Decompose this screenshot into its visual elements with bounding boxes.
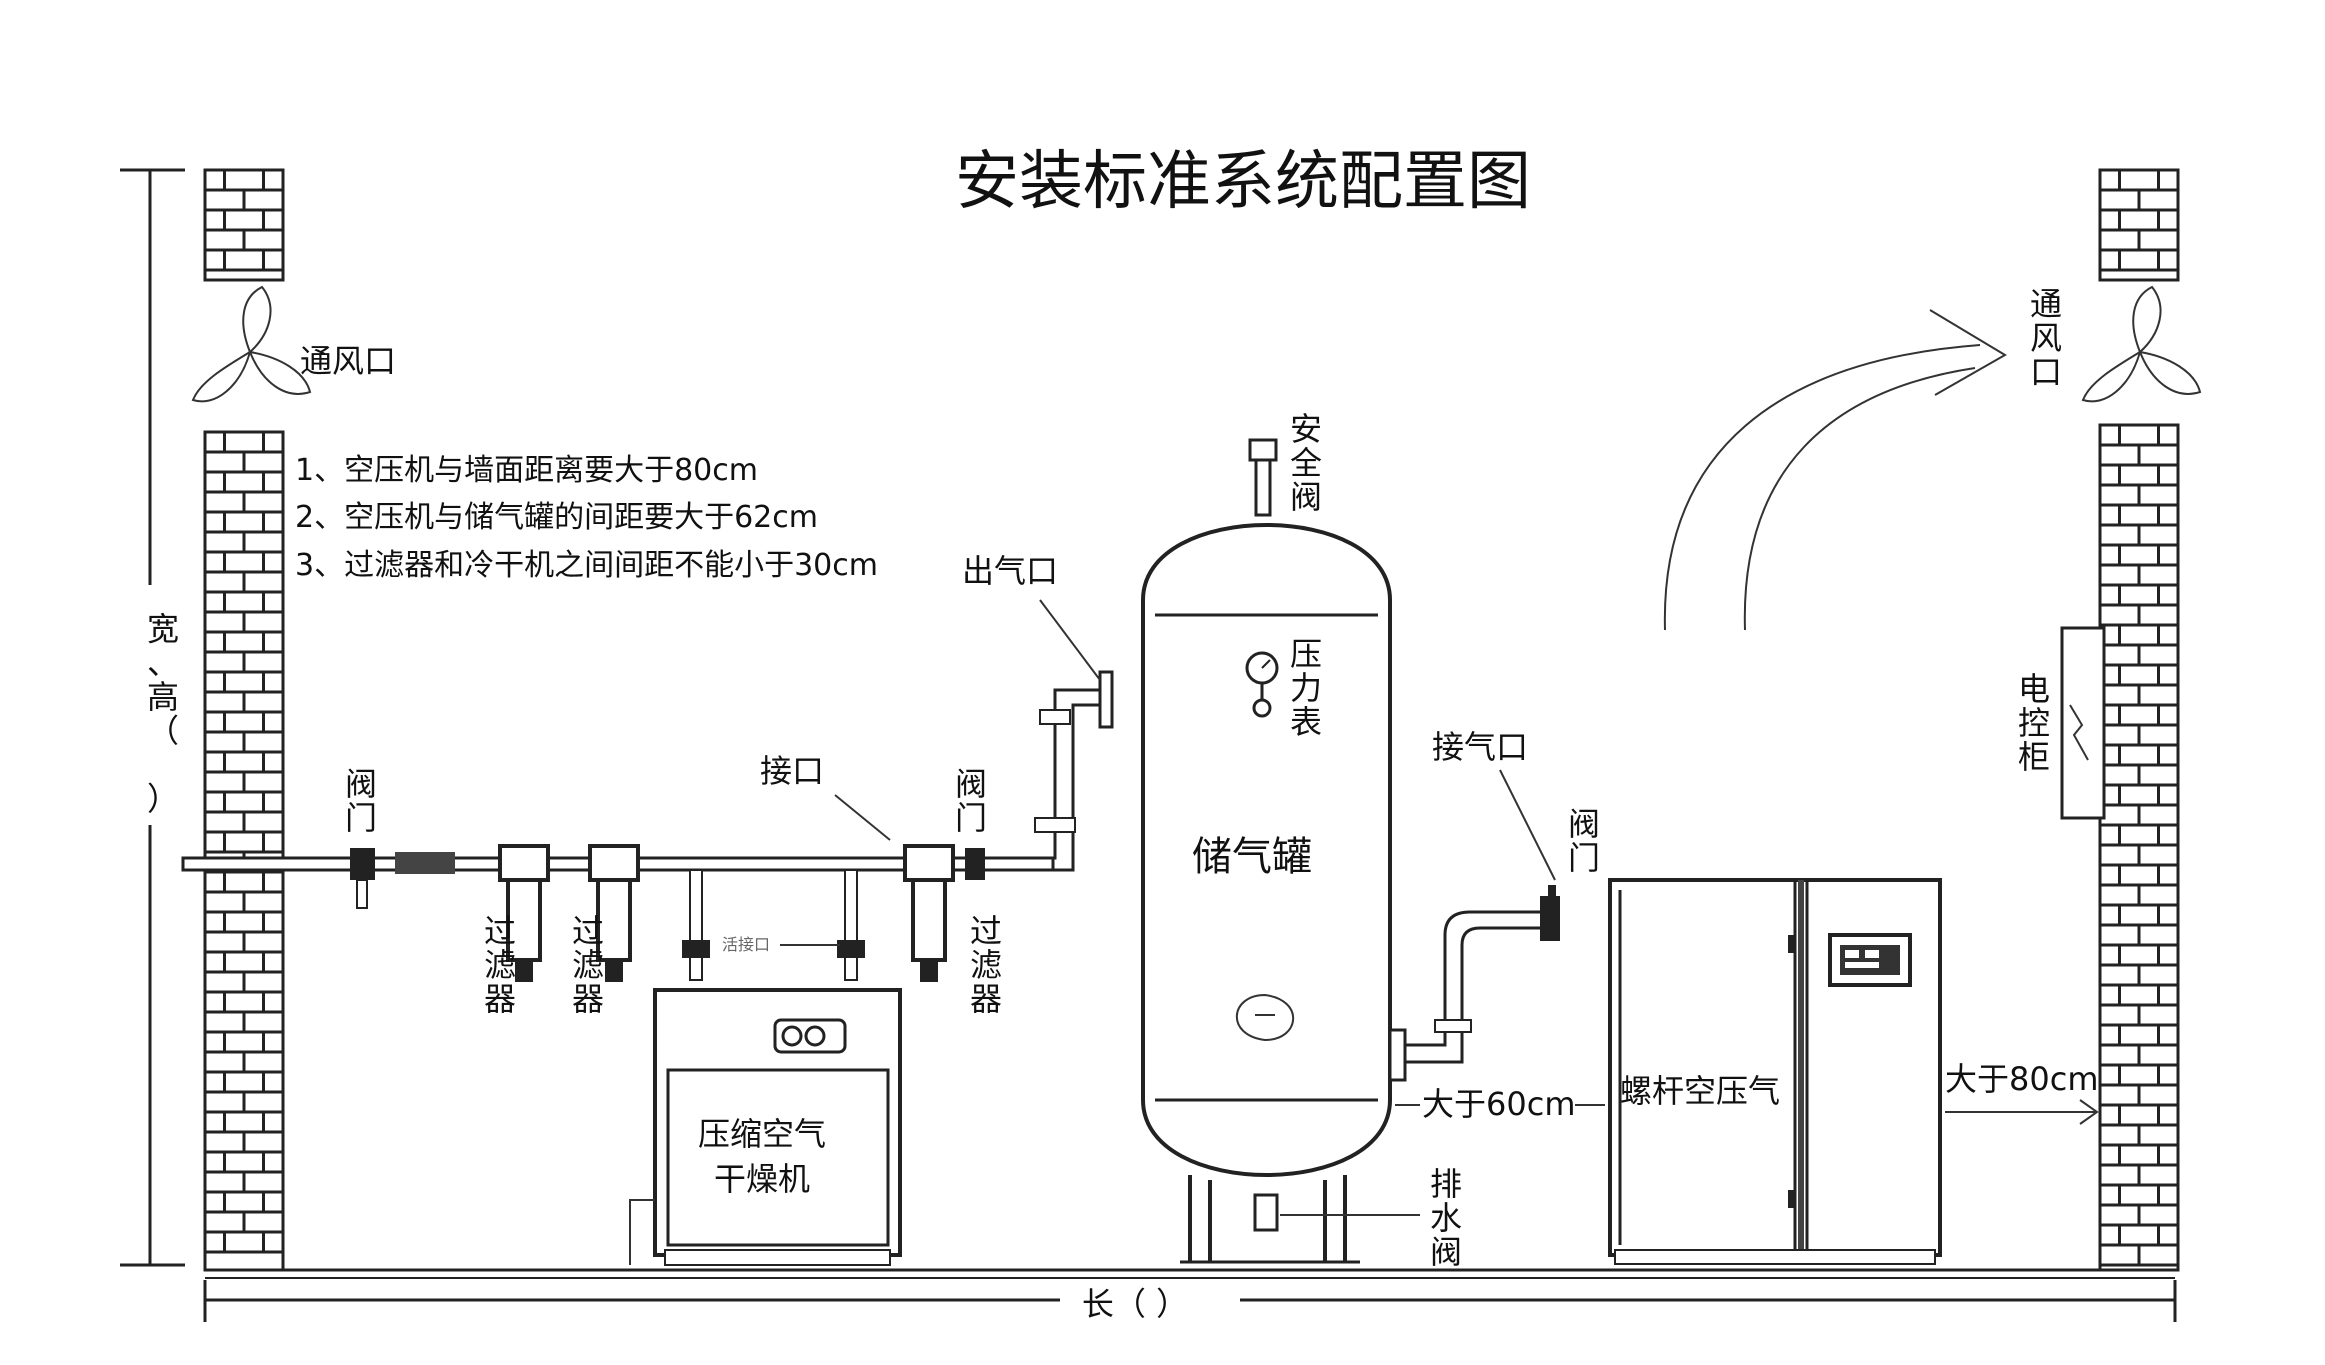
- fan-icon: [191, 285, 312, 403]
- length-dimension-label: 长（ ）: [1082, 1285, 1188, 1323]
- interface-label: 接口: [760, 752, 824, 790]
- filter-1-label: 过滤器: [484, 912, 516, 1018]
- outlet-label: 出气口: [962, 552, 1058, 590]
- valve-right-label: 阀门: [1568, 805, 1600, 877]
- control-cabinet-label: 电控柜: [2018, 670, 2050, 776]
- pressure-gauge-icon: [1245, 651, 1279, 718]
- right-wall: [2098, 168, 2180, 1272]
- length-dimension: [203, 1280, 2177, 1322]
- height-dimension: [120, 168, 185, 1267]
- tank-label: 储气罐: [1192, 834, 1312, 880]
- height-dimension-label: 宽、高（ ）: [147, 610, 179, 818]
- vent-left-label: 通风口: [300, 342, 396, 380]
- air-tank: [1141, 438, 1392, 1264]
- filter-2: [588, 844, 640, 982]
- filter-3-label: 过滤器: [970, 912, 1002, 1018]
- gt80-label: 大于80cm: [1945, 1060, 2099, 1098]
- dryer-label-line1: 压缩空气: [698, 1115, 826, 1153]
- compressor-label: 螺杆空压气: [1620, 1072, 1780, 1110]
- note-1: 1、空压机与墙面距离要大于80cm: [295, 453, 758, 488]
- drain-valve-label: 排水阀: [1430, 1165, 1462, 1271]
- curved-arrow-icon: [1663, 309, 2007, 631]
- filter-2-label: 过滤器: [572, 912, 604, 1018]
- valve-mid[interactable]: [965, 848, 985, 880]
- filter-3: [903, 844, 955, 982]
- valve-left-label: 阀门: [345, 765, 377, 837]
- gt60-label: 大于60cm: [1422, 1085, 1576, 1123]
- air-dryer: [629, 988, 902, 1266]
- diagram-title: 安装标准系统配置图: [955, 145, 1531, 219]
- pressure-gauge-label: 压力表: [1290, 635, 1322, 741]
- left-wall: [203, 168, 285, 1272]
- inlet-label: 接气口: [1432, 728, 1528, 766]
- right-wall-top-bricks: [2098, 168, 2180, 282]
- note-3: 3、过滤器和冷干机之间间距不能小于30cm: [295, 548, 878, 583]
- note-2: 2、空压机与储气罐的间距要大于62cm: [295, 500, 818, 535]
- left-wall-bricks: [203, 430, 285, 1272]
- left-wall-top-bricks: [203, 168, 285, 282]
- right-wall-bricks: [2098, 423, 2180, 1272]
- valve-mid-label: 阀门: [955, 765, 987, 837]
- vent-right-label: 通风口: [2030, 285, 2062, 391]
- safety-valve-label: 安全阀: [1290, 410, 1322, 516]
- compressor-pipe: [1388, 885, 1560, 1082]
- filter-1: [498, 844, 550, 982]
- floor: [205, 1268, 2175, 1279]
- screw-compressor: [1608, 878, 1942, 1265]
- dryer-label-line2: 干燥机: [714, 1160, 810, 1198]
- interface-small-label: 活接口: [722, 935, 770, 954]
- valve-left[interactable]: [350, 848, 455, 909]
- fan-icon: [2081, 285, 2202, 403]
- control-cabinet: [2060, 626, 2106, 820]
